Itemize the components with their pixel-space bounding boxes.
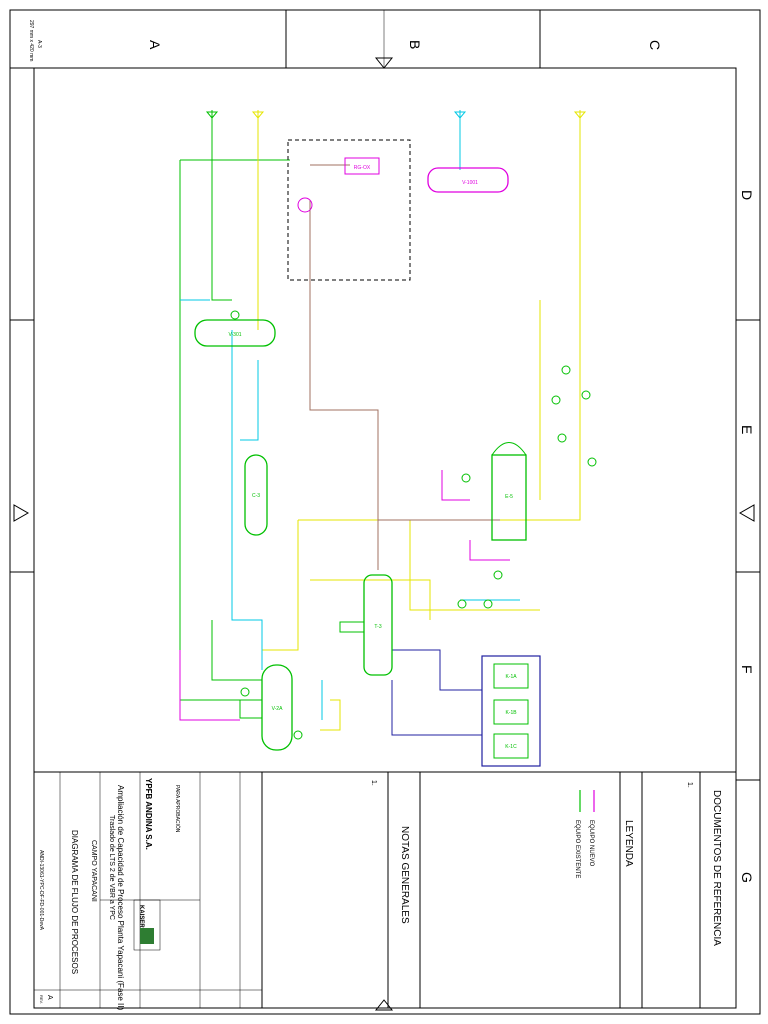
ref-docs-item: 1. [686,782,693,788]
project-line-2: Traslado de LTS 2 de VBR a YPC [108,815,115,920]
equipment-v-2a: V-2A [239,664,293,751]
equipment-v-301: V-301 [194,319,276,347]
zone-label-b: B [407,40,423,49]
zone-label-c: C [647,40,663,50]
pump-icon [297,197,313,213]
outer-border [9,9,761,1015]
sheet-size-label: A-3 [36,40,42,48]
svg-text:V-2A: V-2A [272,706,284,712]
svg-text:K-1A: K-1A [505,674,517,680]
contractor-name: KAISER [138,905,144,928]
zone-label-e: E [739,425,755,434]
center-arrow-left [13,504,30,522]
equipment-v-1001: V-1001 [427,167,509,193]
sheet-size-dims: 297 mm x 420 mm [28,20,34,61]
equipment-k-1b: K-1B [493,699,529,725]
instrument-bubbles [230,310,597,740]
legend-new-label: EQUIPO NUEVO [588,820,594,867]
leaf-icon [140,928,154,944]
rg-ox-package-boundary [287,139,411,281]
side-panel: DOCUMENTOS DE REFERENCIA 1. LEYENDA EQUI… [34,771,736,1008]
field-name: CAMPO YAPACANI [90,840,97,902]
zone-label-d: D [739,190,755,200]
drawing-number: ANDI-13061-YPC-DF-FD-001-DevA [38,850,44,931]
svg-text:V-1001: V-1001 [462,180,478,186]
equipment-e-5: E-5 [491,442,527,541]
svg-text:C-3: C-3 [252,493,260,499]
center-arrow-right [738,504,755,522]
drawing-title: DIAGRAMA DE FLUJO DE PROCESOS [70,830,79,974]
zone-label-a: A [147,40,163,50]
legend-existing-label: EQUIPO EXISTENTE [574,820,580,878]
inner-border [33,67,737,1009]
legend-title: LEYENDA [623,820,634,867]
notes-title: NOTAS GENERALES [399,826,410,924]
process-lines [179,110,581,736]
title-block: PARA APROBACIÓN YPFB ANDINA S.A. KAISER … [34,772,262,1011]
notes-item: 1. [370,780,377,786]
company-name: YPFB ANDINA S.A. [144,778,153,850]
equipment-k-1c: K-1C [493,733,529,759]
compressor-package-boundary [481,655,541,767]
svg-text:K-1C: K-1C [505,744,517,750]
rev-label: REV. [39,995,44,1004]
line-terminators [205,111,587,119]
zone-label-f: F [739,665,755,674]
svg-text:T-3: T-3 [374,624,381,630]
svg-text:V-301: V-301 [228,332,241,338]
equipment-k-1a: K-1A [493,663,529,689]
equipment-c-3: C-3 [244,454,268,536]
revision-value: A [46,995,53,1000]
project-line-1: Ampliación de Capacidad de Proceso Plant… [116,785,125,1011]
status-text: PARA APROBACIÓN [174,785,181,833]
equipment-rg-ox: RG-OX [344,157,380,175]
svg-text:RG-OX: RG-OX [354,165,371,171]
zone-label-g: G [739,872,755,883]
svg-text:K-1B: K-1B [505,710,517,716]
kaiser-logo [133,899,161,951]
center-arrow-top [374,57,394,69]
svg-text:E-5: E-5 [505,494,513,500]
ref-docs-title: DOCUMENTOS DE REFERENCIA [711,790,722,946]
equipment-t-3: T-3 [339,574,393,676]
